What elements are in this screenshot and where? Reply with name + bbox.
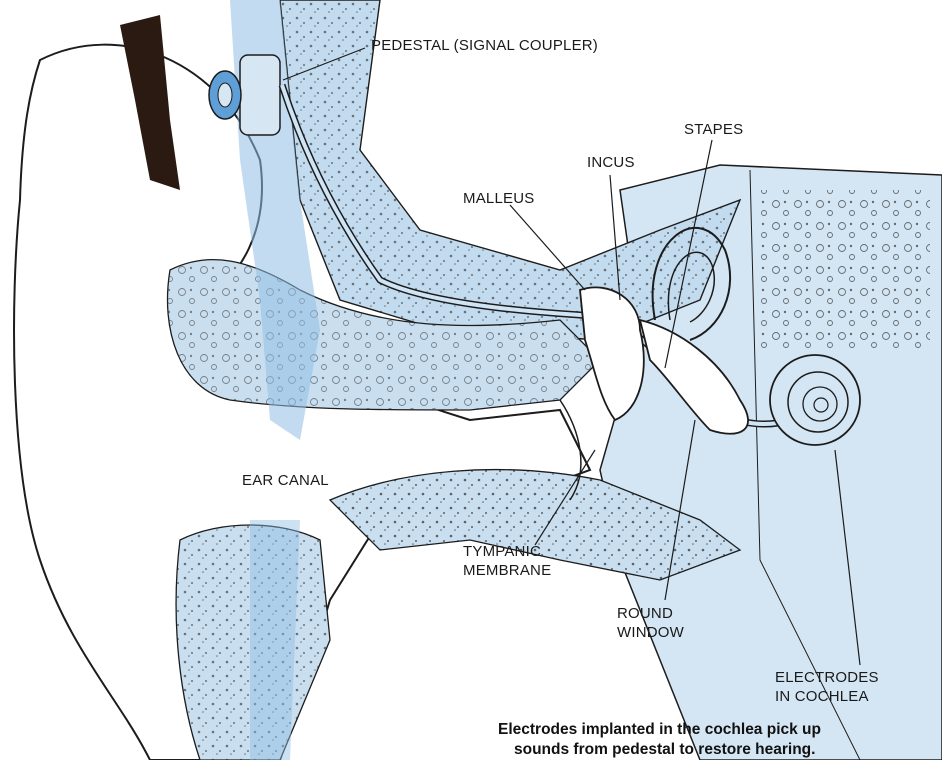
- label-ear-canal: EAR CANAL: [242, 471, 329, 490]
- label-round-line2: WINDOW: [617, 623, 684, 642]
- label-pedestal: PEDESTAL (SIGNAL COUPLER): [371, 36, 598, 55]
- label-electrodes: ELECTRODES IN COCHLEA: [775, 668, 879, 706]
- label-electrodes-line2: IN COCHLEA: [775, 687, 879, 706]
- label-malleus: MALLEUS: [463, 189, 534, 208]
- label-tympanic-line2: MEMBRANE: [463, 561, 551, 580]
- cochlea: [770, 355, 860, 445]
- label-stapes: STAPES: [684, 120, 743, 139]
- label-round-window: ROUND WINDOW: [617, 604, 684, 642]
- label-round-line1: ROUND: [617, 604, 684, 623]
- label-incus: INCUS: [587, 153, 635, 172]
- label-tympanic-membrane: TYMPANIC MEMBRANE: [463, 542, 551, 580]
- label-tympanic-line1: TYMPANIC: [463, 542, 551, 561]
- caption-line1: Electrodes implanted in the cochlea pick…: [498, 720, 821, 739]
- label-electrodes-line1: ELECTRODES: [775, 668, 879, 687]
- caption-line2: sounds from pedestal to restore hearing.: [514, 740, 815, 759]
